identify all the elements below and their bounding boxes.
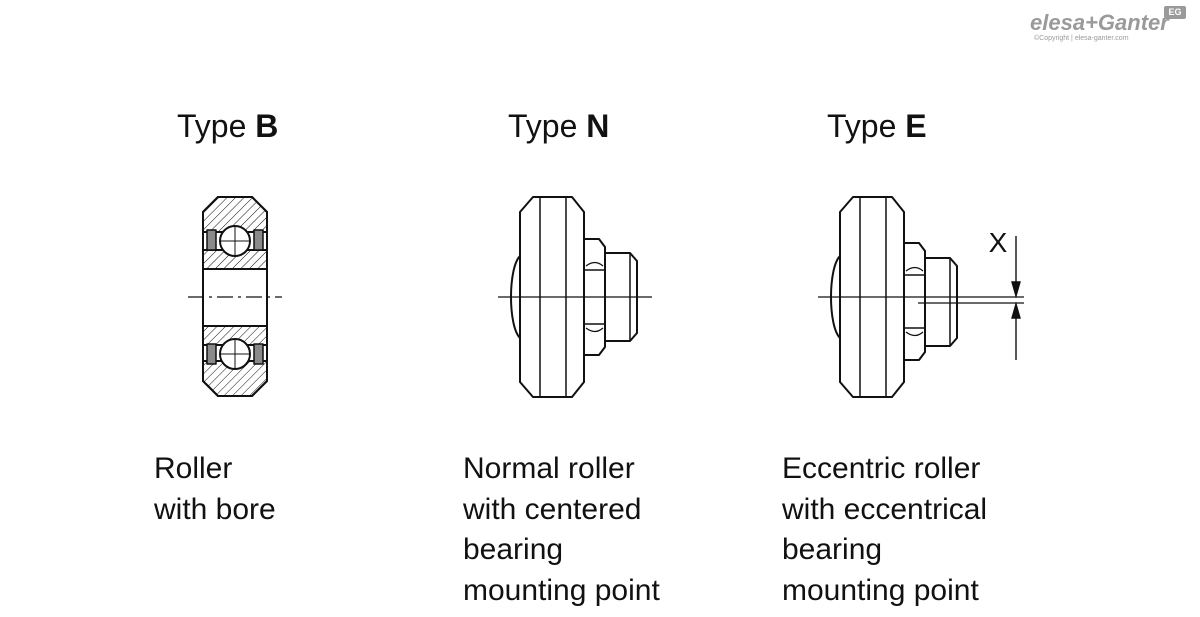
caption-line: Normal roller (463, 452, 635, 485)
type-b-title: Type B (177, 108, 278, 145)
logo-eg-badge: EG (1164, 6, 1186, 19)
dimension-x-label: X (989, 227, 1008, 258)
type-b-letter: B (255, 108, 279, 144)
type-e-prefix: Type (827, 108, 897, 144)
type-n-caption: Normal roller with centered bearing moun… (463, 449, 660, 611)
type-n-prefix: Type (508, 108, 578, 144)
caption-line: with centered (463, 492, 642, 526)
logo-copyright: ©Copyright | elesa-ganter.com (1034, 35, 1129, 42)
type-e-title: Type E (827, 108, 927, 145)
type-n-drawing (498, 196, 652, 398)
type-e-letter: E (905, 108, 927, 144)
caption-line: with bore (154, 492, 276, 526)
type-b-caption: Roller with bore (154, 449, 276, 530)
type-n-title: Type N (508, 108, 609, 145)
type-e-caption: Eccentric roller with eccentrical bearin… (782, 449, 987, 611)
type-n-letter: N (586, 108, 610, 144)
logo-wordmark: elesa+Ganter (1030, 10, 1169, 35)
elesa-ganter-logo: elesa+Ganter EG ©Copyright | elesa-gante… (1030, 4, 1192, 46)
caption-line: with eccentrical (782, 492, 988, 526)
type-b-prefix: Type (177, 108, 247, 144)
eccentricity-dimension (1011, 236, 1021, 360)
type-b-section-drawing (188, 196, 282, 397)
type-e-drawing (818, 196, 1024, 398)
caption-line: bearing (782, 533, 883, 566)
caption-line: Eccentric roller (782, 452, 981, 485)
caption-line: mounting point (782, 573, 979, 607)
caption-line: bearing (463, 533, 564, 566)
caption-line: Roller (154, 452, 233, 485)
caption-line: mounting point (463, 573, 660, 607)
